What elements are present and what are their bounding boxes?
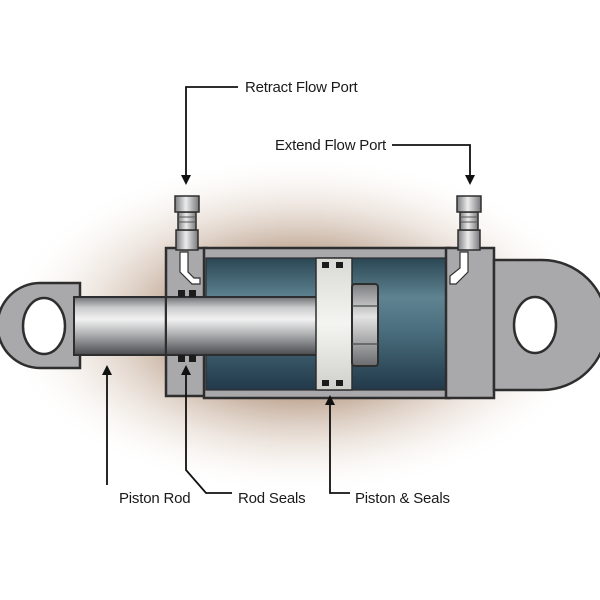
- piston-rod-label: Piston Rod: [119, 490, 190, 507]
- extend-port-fitting: [456, 195, 482, 251]
- extend-flow-port-label: Extend Flow Port: [275, 137, 387, 154]
- retract-flow-port-label: Retract Flow Port: [245, 79, 358, 96]
- piston-seal: [322, 262, 329, 268]
- piston: [315, 257, 353, 391]
- piston-nut: [351, 283, 379, 367]
- piston-seals-arrow: [325, 395, 350, 494]
- rod-seals-arrow: [181, 365, 232, 494]
- cap-end: [444, 246, 600, 400]
- rod-eye: [0, 281, 82, 370]
- piston-seal: [336, 380, 343, 386]
- rod-seals-label: Rod Seals: [238, 490, 305, 507]
- extend-port-arrow: [392, 144, 475, 185]
- piston-seal: [322, 380, 329, 386]
- rod-seals: [178, 290, 196, 362]
- retract-port-fitting: [174, 195, 200, 251]
- callout-arrows: [102, 86, 475, 494]
- retract-port-arrow: [181, 86, 238, 185]
- piston-seal: [336, 262, 343, 268]
- piston-and-seals-label: Piston & Seals: [355, 490, 450, 507]
